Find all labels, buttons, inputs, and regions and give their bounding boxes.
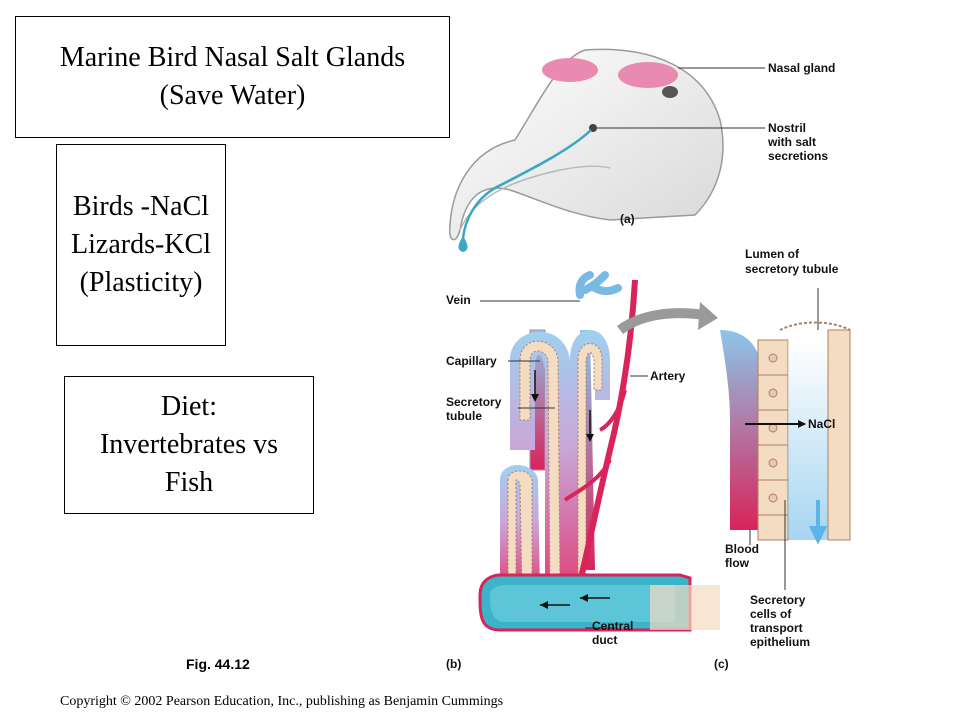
nostril-label: with salt xyxy=(767,135,816,149)
duct-extension xyxy=(650,585,720,630)
nasal-gland-label: Nasal gland xyxy=(768,61,835,75)
flow-arrow-head xyxy=(586,434,594,442)
panel-b-label: (b) xyxy=(446,657,461,671)
copyright-notice: Copyright © 2002 Pearson Education, Inc.… xyxy=(60,694,504,709)
nasal-gland-shape xyxy=(542,58,598,82)
nostril-label: secretions xyxy=(768,149,828,163)
salt-secretion-stream xyxy=(461,129,592,239)
panel-c-label: (c) xyxy=(714,657,729,671)
flow-arrow-head xyxy=(531,394,539,402)
artery-branch xyxy=(563,459,612,502)
figure-number: Fig. 44.12 xyxy=(186,656,250,672)
gland-lobule-illustration: Vein Capillary Secretory tubule Artery C… xyxy=(446,271,720,671)
salt-drop xyxy=(458,236,468,252)
artery-label: Artery xyxy=(650,369,686,383)
nacl-label: NaCl xyxy=(808,417,835,431)
lumen-label: Lumen of xyxy=(745,247,800,261)
salt-ions-box: Birds -NaCl Lizards-KCl (Plasticity) xyxy=(56,144,226,346)
secretory-tubule xyxy=(507,470,533,591)
bird-eye xyxy=(662,86,678,98)
diet-line-3: Fish xyxy=(164,467,214,498)
ions-line-2: Lizards-KCl xyxy=(71,229,211,260)
panel-a-label: (a) xyxy=(620,212,635,226)
diet-line-2: Invertebrates vs xyxy=(99,429,279,460)
central-duct-label: duct xyxy=(592,633,617,647)
blood-vessel-section xyxy=(720,330,760,530)
bird-head-illustration: Nasal gland Nostril with salt secretions… xyxy=(448,48,835,252)
blood-flow-label: Blood xyxy=(725,542,759,556)
secretory-tubule xyxy=(577,343,603,586)
secretory-cells-label: epithelium xyxy=(750,635,810,649)
nacl-arrow-head xyxy=(798,420,806,428)
central-duct-label: Central xyxy=(592,619,633,633)
secretory-cells-label: Secretory xyxy=(750,593,806,607)
diet-line-1: Diet: xyxy=(161,391,217,422)
salt-gland-figure: Nasal gland Nostril with salt secretions… xyxy=(446,48,851,671)
title-box: Marine Bird Nasal Salt Glands (Save Wate… xyxy=(15,16,450,138)
nostril-label: Nostril xyxy=(768,121,806,135)
flow-arrow-head xyxy=(540,601,548,609)
tubule-lumen xyxy=(788,340,828,540)
lumen-label: secretory tubule xyxy=(745,262,839,276)
zoom-arrow xyxy=(617,308,706,335)
secretory-cells-label: transport xyxy=(750,621,803,635)
secretion-flow-arrow xyxy=(808,500,828,545)
secretory-tubule-label: tubule xyxy=(446,409,482,423)
vein-label: Vein xyxy=(446,293,471,307)
zoom-arrow-head xyxy=(698,302,718,330)
epithelial-cell-column xyxy=(827,329,851,541)
tubule-cap xyxy=(779,321,851,331)
title-line-2: (Save Water) xyxy=(159,80,306,111)
diet-box: Diet: Invertebrates vs Fish xyxy=(64,376,314,514)
ions-line-3: (Plasticity) xyxy=(79,267,203,298)
nasal-gland-shape xyxy=(618,62,678,88)
vein-branches xyxy=(575,271,622,299)
secretory-cells-label: cells of xyxy=(750,607,792,621)
blood-flow-label: flow xyxy=(725,556,750,570)
secretory-tubule-label: Secretory xyxy=(446,395,502,409)
artery-branch xyxy=(598,389,627,432)
central-duct-lumen xyxy=(490,585,675,622)
capillary-label: Capillary xyxy=(446,354,497,368)
epithelial-cell-column xyxy=(757,339,789,541)
epithelium-detail-illustration: Lumen of secretory tubule NaCl Blood flo… xyxy=(714,247,851,671)
flow-arrow-head xyxy=(580,594,588,602)
ions-line-1: Birds -NaCl xyxy=(72,191,210,222)
title-line-1: Marine Bird Nasal Salt Glands xyxy=(59,42,406,73)
